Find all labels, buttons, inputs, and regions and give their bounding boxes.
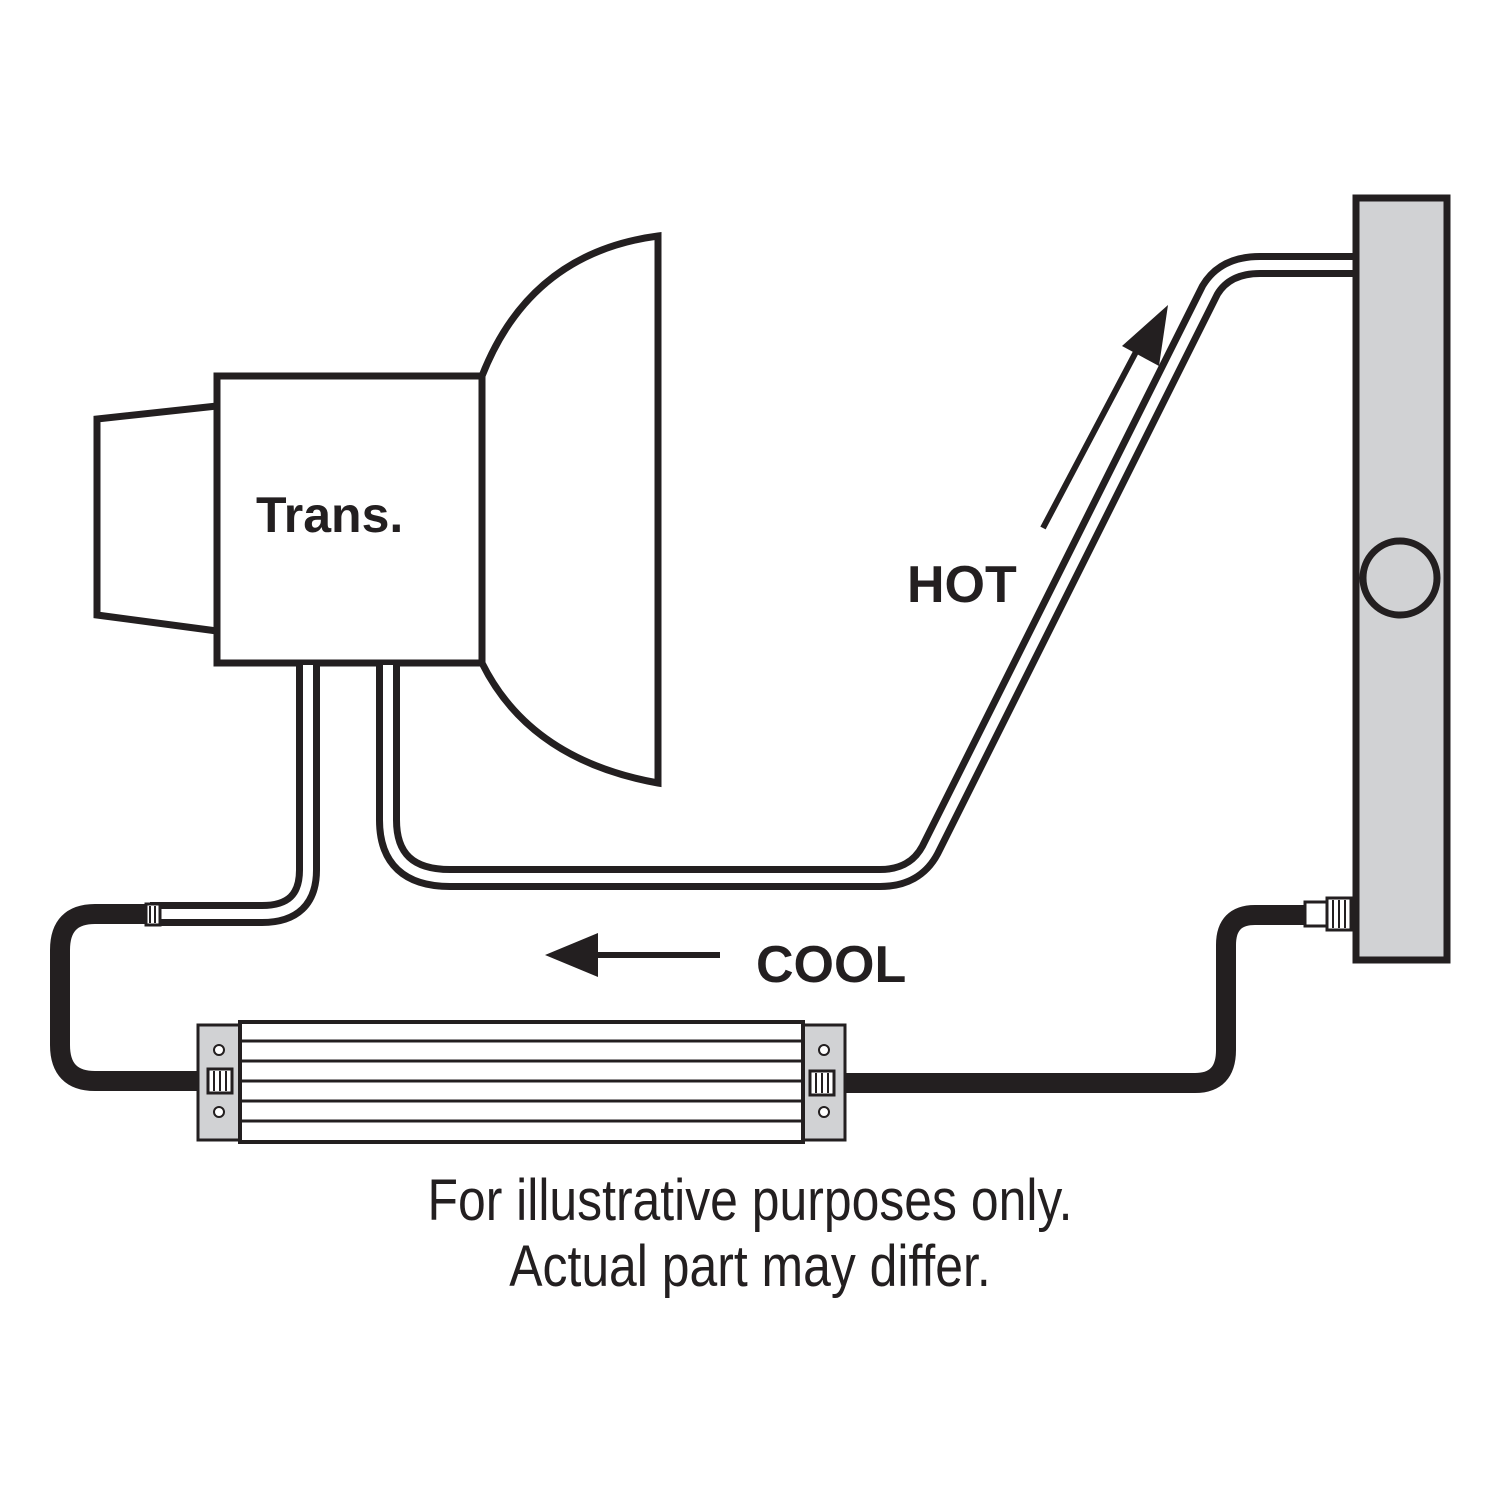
cooler-inlet-hose [50,904,214,1091]
hot-line-tube [376,253,1356,890]
hose-clamp-icon [144,902,162,927]
caption-line-1: For illustrative purposes only. [427,1168,1073,1233]
return-line-tube [150,665,320,926]
transmission-label: Trans. [256,487,403,543]
cool-flow-arrow-icon [545,933,720,977]
cooler-right-fitting-icon [808,1069,836,1097]
hot-flow-arrow-icon [1040,305,1168,530]
oil-cooler [196,1020,847,1144]
radiator-fitting-icon [1303,896,1353,932]
cooler-left-fitting-icon [206,1067,234,1095]
cool-label: COOL [756,936,906,994]
disclaimer-caption: For illustrative purposes only. Actual p… [105,1168,1395,1300]
bell-housing [478,232,662,788]
caption-line-2: Actual part may differ. [509,1234,991,1299]
hot-label: HOT [907,556,1017,614]
radiator-outlet-icon [1359,537,1441,619]
cooler-outlet-hose [825,905,1305,1093]
transmission-tailshaft [93,402,218,635]
